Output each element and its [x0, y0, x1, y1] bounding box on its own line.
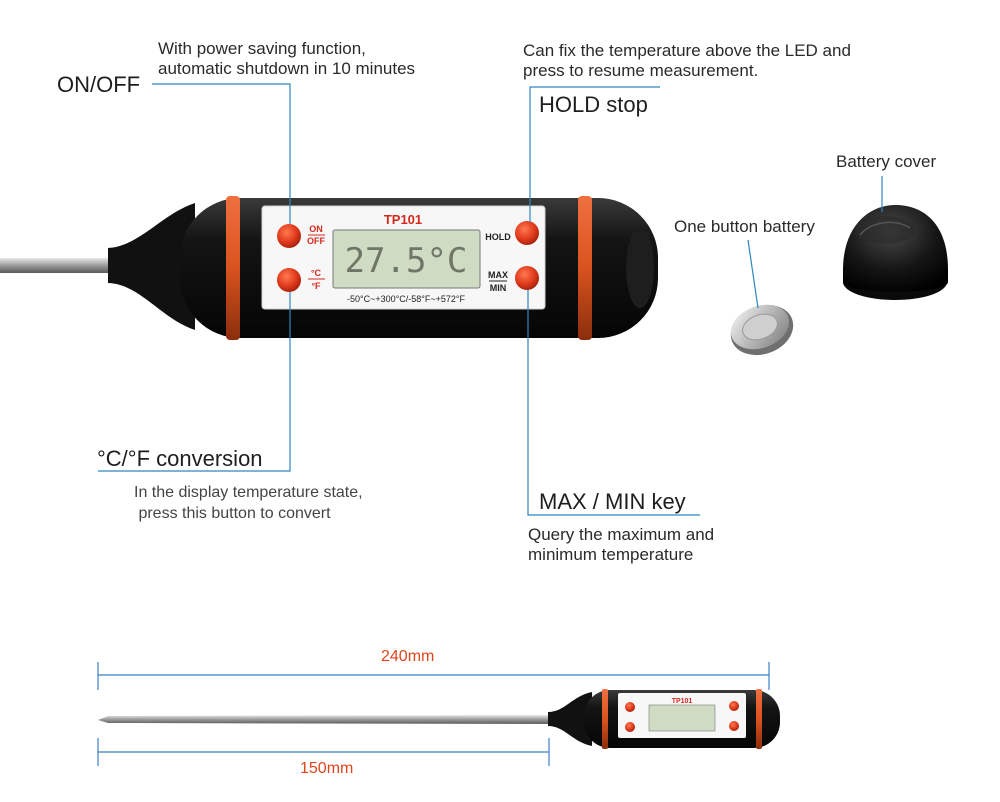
probe [0, 258, 140, 273]
thermometer-main: TP101 27.5°C ON OFF °C °F HOLD MAX MIN -… [0, 196, 658, 340]
label-max: MAX [488, 270, 508, 280]
model-label: TP101 [384, 212, 422, 227]
total-length-label: 240mm [381, 648, 435, 665]
body-neck [108, 203, 195, 330]
small-model-label: TP101 [672, 698, 693, 705]
label-c: °C [311, 268, 322, 278]
range-label: -50°C~+300°C/-58°F~+572°F [347, 294, 465, 304]
battery-cover [843, 205, 948, 300]
battery-cover-label: Battery cover [836, 152, 937, 171]
on-off-button[interactable] [277, 224, 301, 248]
orange-ring-right [578, 196, 592, 340]
max-min-title: MAX / MIN key [539, 489, 686, 514]
lcd-reading: 27.5°C [345, 241, 468, 281]
label-off: OFF [307, 236, 325, 246]
on-off-title: ON/OFF [57, 72, 141, 97]
button-battery [730, 304, 794, 356]
button-battery-label: One button battery [674, 217, 815, 236]
leader-lines [98, 83, 883, 516]
hold-description: Can fix the temperature above the LED an… [523, 41, 851, 80]
label-on: ON [309, 224, 323, 234]
on-off-description: With power saving function, automatic sh… [158, 39, 416, 78]
max-min-button[interactable] [515, 266, 539, 290]
probe-length-label: 150mm [300, 760, 354, 777]
dimension-lines [97, 662, 770, 766]
conversion-description: In the display temperature state, press … [134, 484, 363, 522]
end-cap [626, 228, 654, 308]
orange-ring-left [226, 196, 240, 340]
conversion-title: °C/°F conversion [97, 446, 263, 471]
hold-button[interactable] [515, 221, 539, 245]
lcd-display [332, 229, 481, 289]
label-hold: HOLD [485, 232, 511, 242]
c-f-button[interactable] [277, 268, 301, 292]
max-min-description: Query the maximum and minimum temperatur… [528, 525, 715, 564]
hold-title: HOLD stop [539, 92, 648, 117]
label-f: °F [311, 281, 321, 291]
small-probe [98, 715, 560, 724]
thermometer-small: TP101 [98, 689, 780, 749]
label-min: MIN [490, 283, 507, 293]
